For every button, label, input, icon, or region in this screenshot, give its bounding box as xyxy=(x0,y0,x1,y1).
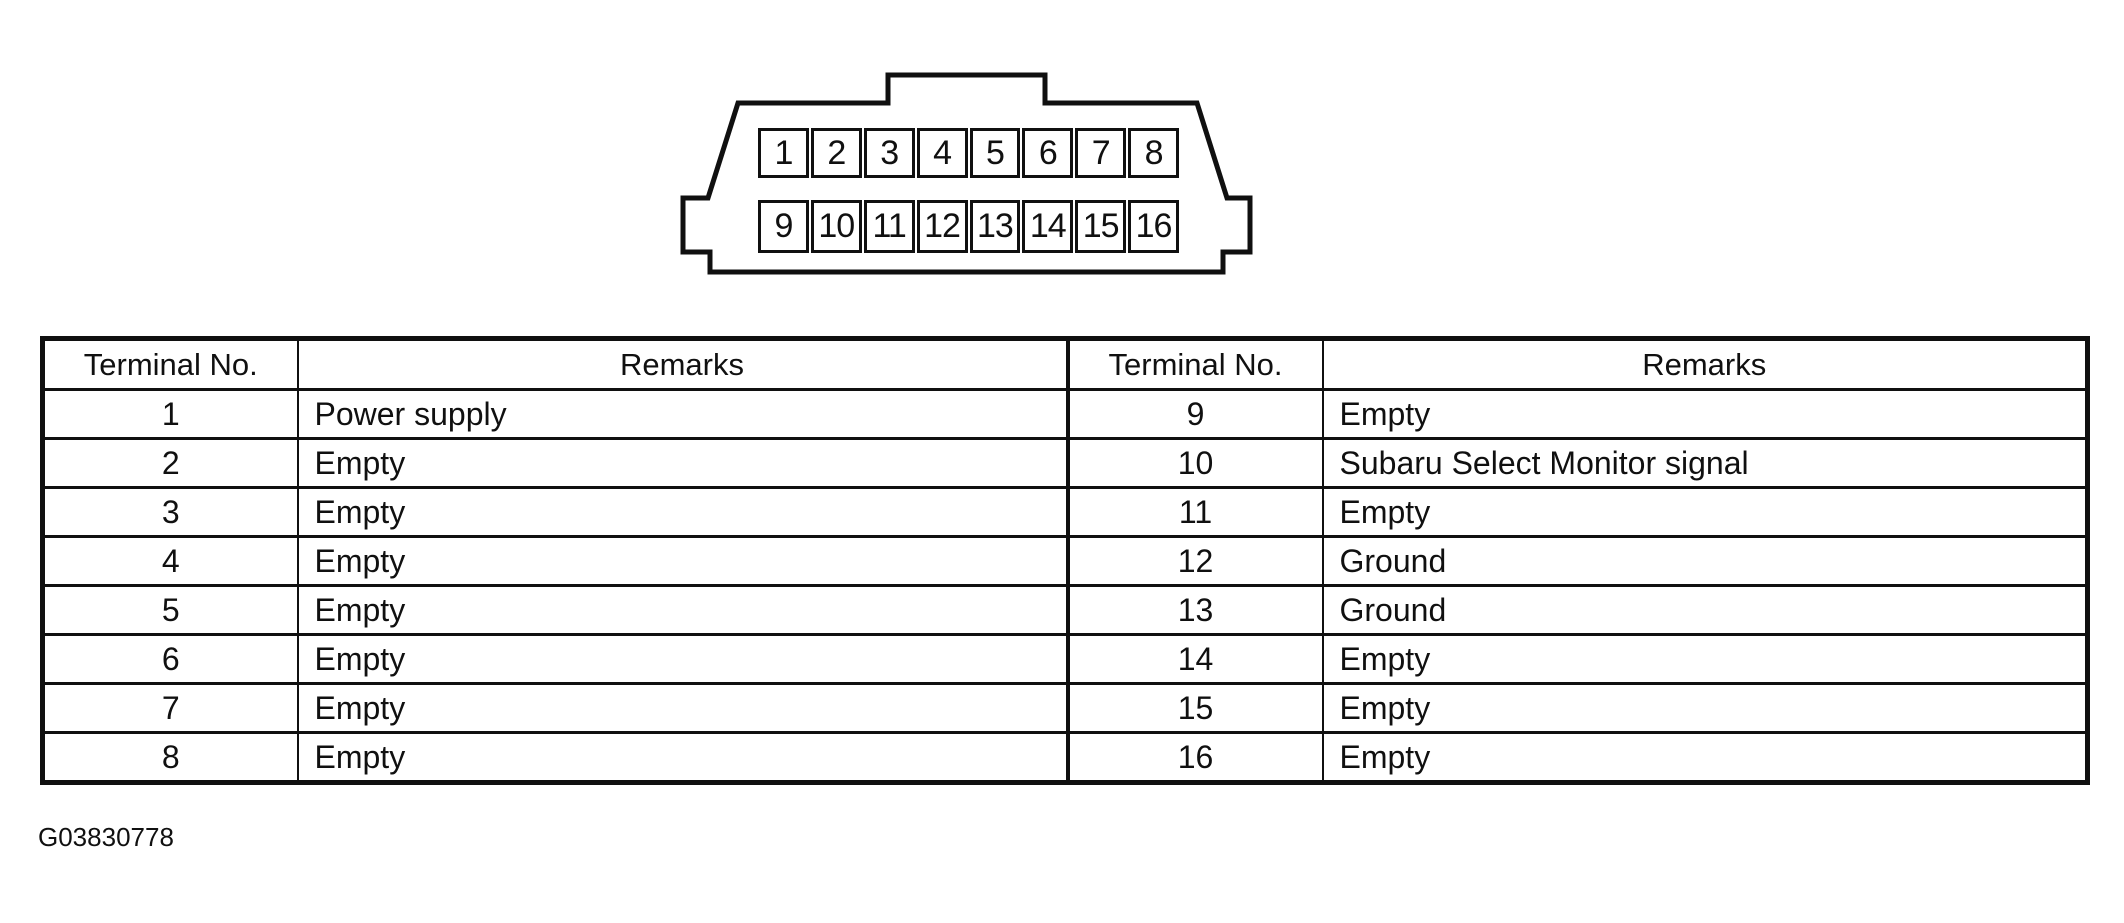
pin-12: 12 xyxy=(916,200,968,253)
terminal-no: 4 xyxy=(41,535,299,587)
pin-11: 11 xyxy=(863,200,915,253)
remarks: Ground xyxy=(1321,584,2089,636)
terminal-no: 9 xyxy=(1065,388,1324,440)
pin-5: 5 xyxy=(969,128,1021,178)
pin-1: 1 xyxy=(758,128,809,178)
terminal-no: 14 xyxy=(1065,633,1324,685)
pin-2: 2 xyxy=(810,128,862,178)
pin-14: 14 xyxy=(1022,200,1074,253)
terminal-no: 8 xyxy=(41,731,299,784)
table-row: 6 Empty 14 Empty xyxy=(41,633,2089,685)
terminal-no: 5 xyxy=(41,584,299,636)
remarks: Empty xyxy=(1321,633,2089,685)
pin-6: 6 xyxy=(1022,128,1074,178)
terminal-no: 16 xyxy=(1065,731,1324,784)
pin-9: 9 xyxy=(758,200,809,253)
header-terminal-no-right: Terminal No. xyxy=(1065,337,1324,391)
table-row: 7 Empty 15 Empty xyxy=(41,682,2089,734)
remarks: Ground xyxy=(1321,535,2089,587)
remarks: Empty xyxy=(296,633,1069,685)
table-row: 2 Empty 10 Subaru Select Monitor signal xyxy=(41,437,2089,489)
header-remarks-left: Remarks xyxy=(296,337,1069,391)
remarks: Empty xyxy=(296,535,1069,587)
pin-16: 16 xyxy=(1128,200,1179,253)
terminal-no: 13 xyxy=(1065,584,1324,636)
table-row: 8 Empty 16 Empty xyxy=(41,731,2089,784)
table-row: 5 Empty 13 Ground xyxy=(41,584,2089,636)
remarks: Empty xyxy=(1321,388,2089,440)
terminal-no: 1 xyxy=(41,388,299,440)
terminal-no: 3 xyxy=(41,486,299,538)
remarks: Empty xyxy=(1321,486,2089,538)
connector-pin-row-top: 1 2 3 4 5 6 7 8 xyxy=(758,128,1179,178)
terminal-no: 12 xyxy=(1065,535,1324,587)
header-terminal-no-left: Terminal No. xyxy=(41,337,299,391)
figure-id-caption: G03830778 xyxy=(38,822,174,852)
table-row: 4 Empty 12 Ground xyxy=(41,535,2089,587)
terminal-table: Terminal No. Remarks Terminal No. Remark… xyxy=(40,336,2090,785)
remarks: Power supply xyxy=(296,388,1069,440)
terminal-no: 15 xyxy=(1065,682,1324,734)
header-remarks-right: Remarks xyxy=(1321,337,2089,391)
table-row: 3 Empty 11 Empty xyxy=(41,486,2089,538)
remarks: Subaru Select Monitor signal xyxy=(1321,437,2089,489)
terminal-no: 6 xyxy=(41,633,299,685)
remarks: Empty xyxy=(296,486,1069,538)
terminal-no: 11 xyxy=(1065,486,1324,538)
table-row: 1 Power supply 9 Empty xyxy=(41,388,2089,440)
pin-3: 3 xyxy=(863,128,915,178)
terminal-no: 10 xyxy=(1065,437,1324,489)
connector-pin-row-bottom: 9 10 11 12 13 14 15 16 xyxy=(758,200,1179,253)
remarks: Empty xyxy=(296,682,1069,734)
remarks: Empty xyxy=(1321,682,2089,734)
terminal-no: 2 xyxy=(41,437,299,489)
remarks: Empty xyxy=(296,437,1069,489)
pin-8: 8 xyxy=(1128,128,1179,178)
remarks: Empty xyxy=(296,731,1069,784)
pin-4: 4 xyxy=(916,128,968,178)
pin-7: 7 xyxy=(1075,128,1127,178)
table-header-row: Terminal No. Remarks Terminal No. Remark… xyxy=(41,337,2089,391)
remarks: Empty xyxy=(1321,731,2089,784)
terminal-no: 7 xyxy=(41,682,299,734)
pin-10: 10 xyxy=(810,200,862,253)
pin-13: 13 xyxy=(969,200,1021,253)
pin-15: 15 xyxy=(1075,200,1127,253)
remarks: Empty xyxy=(296,584,1069,636)
